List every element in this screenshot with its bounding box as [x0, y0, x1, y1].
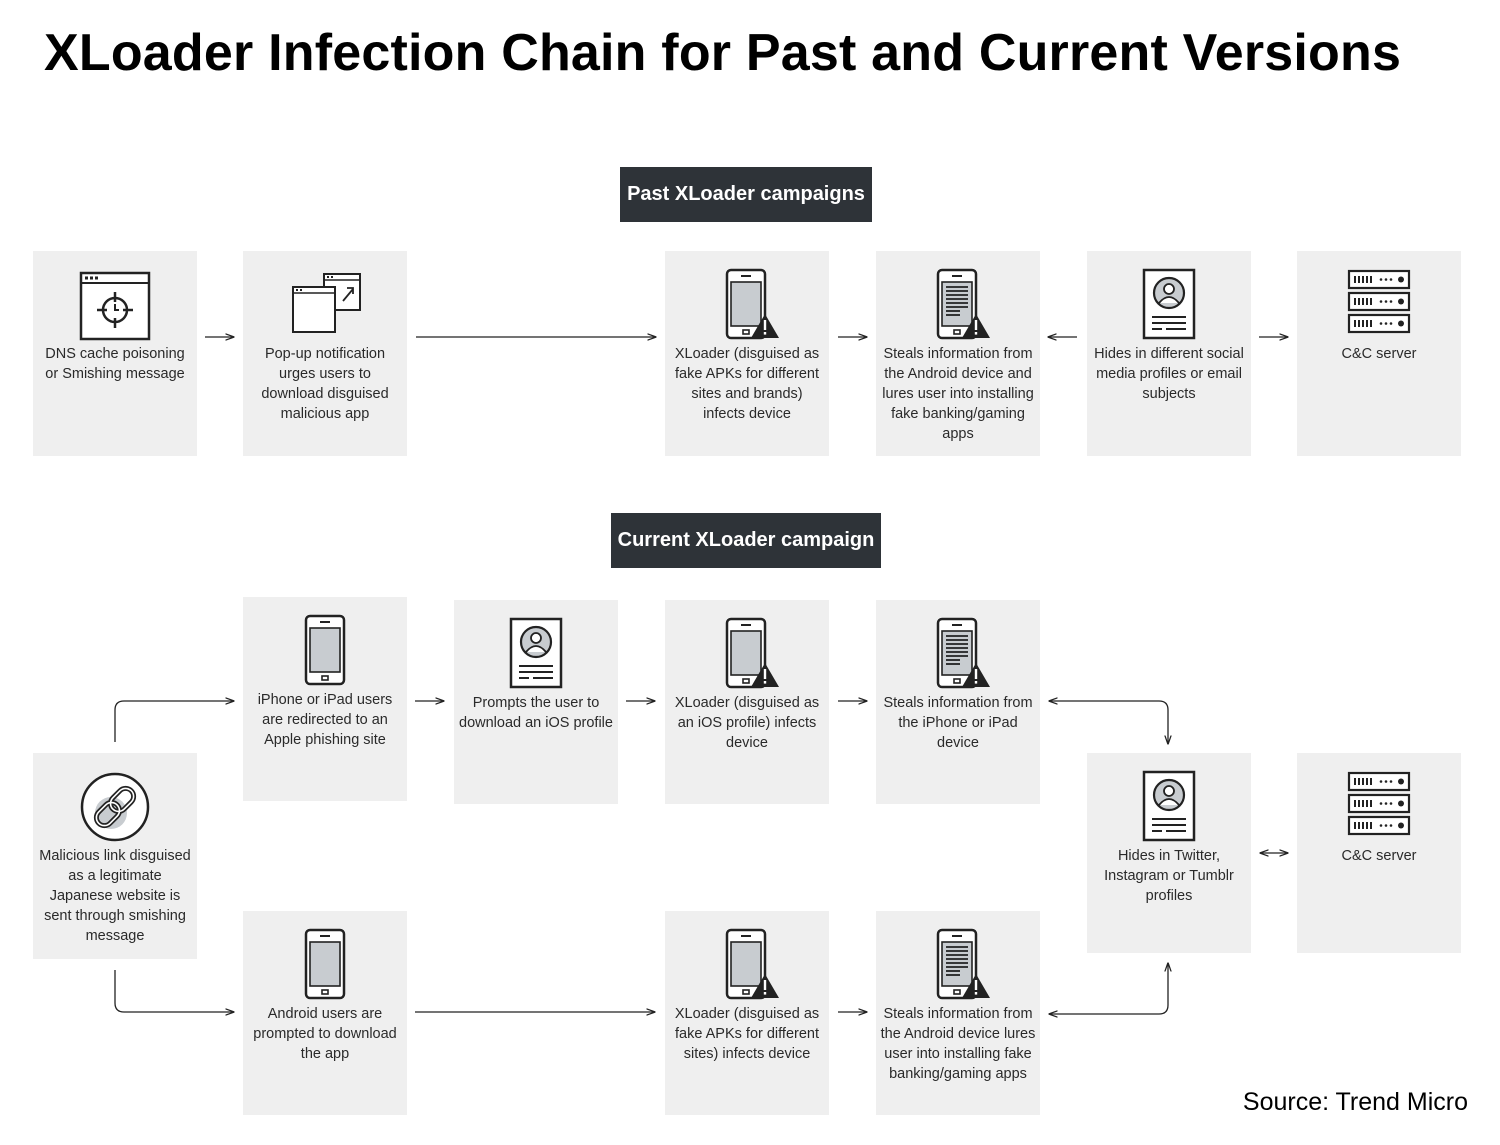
- current-step-ios-profile-prompt: Prompts the user to download an iOS prof…: [454, 600, 618, 804]
- phone-warning-icon: [725, 617, 779, 689]
- step-label: Hides in Twitter, Instagram or Tumblr pr…: [1104, 848, 1234, 904]
- step-label: XLoader (disguised as fake APKs for diff…: [674, 346, 820, 422]
- step-label: XLoader (disguised as fake APKs for diff…: [674, 1006, 820, 1062]
- past-campaigns-banner: Past XLoader campaigns: [620, 167, 872, 222]
- page-title: XLoader Infection Chain for Past and Cur…: [44, 24, 1402, 82]
- chain-link-icon: [80, 772, 150, 842]
- current-step-ios-infects: XLoader (disguised as an iOS profile) in…: [665, 600, 829, 804]
- arrow-c7-c8: [1049, 963, 1168, 1014]
- profile-card-icon: [1142, 770, 1196, 842]
- phone-document-warning-icon: [936, 268, 990, 340]
- step-label: Steals information from the Android devi…: [882, 346, 1034, 442]
- current-step-malicious-link: Malicious link disguised as a legitimate…: [33, 753, 197, 959]
- current-step-cnc-server: C&C server: [1297, 753, 1461, 953]
- server-icon: [1347, 269, 1411, 334]
- current-campaign-banner: Current XLoader campaign: [611, 513, 881, 568]
- arrow-c0-android: [114, 970, 234, 1012]
- past-step-cnc-server: C&C server: [1297, 251, 1461, 456]
- step-label: Malicious link disguised as a legitimate…: [39, 848, 191, 944]
- step-label: Pop-up notification urges users to downl…: [261, 346, 389, 422]
- step-label: Hides in different social media profiles…: [1094, 346, 1244, 402]
- phone-icon: [304, 614, 346, 686]
- current-step-hides-profiles: Hides in Twitter, Instagram or Tumblr pr…: [1087, 753, 1251, 953]
- profile-card-icon: [509, 617, 563, 689]
- step-label: XLoader (disguised as an iOS profile) in…: [674, 695, 820, 751]
- phone-warning-icon: [725, 268, 779, 340]
- current-step-android-prompt: Android users are prompted to download t…: [243, 911, 407, 1115]
- server-icon: [1347, 771, 1411, 836]
- current-step-ios-redirect: iPhone or iPad users are redirected to a…: [243, 597, 407, 801]
- past-step-steals-info: Steals information from the Android devi…: [876, 251, 1040, 456]
- past-step-dns-poisoning: DNS cache poisoning or Smishing message: [33, 251, 197, 456]
- phone-document-warning-icon: [936, 928, 990, 1000]
- phone-warning-icon: [725, 928, 779, 1000]
- step-label: Android users are prompted to download t…: [253, 1006, 397, 1062]
- step-label: Prompts the user to download an iOS prof…: [459, 695, 613, 731]
- source-credit: Source: Trend Micro: [1242, 1088, 1468, 1116]
- step-label: C&C server: [1341, 346, 1417, 362]
- step-label: iPhone or iPad users are redirected to a…: [257, 692, 393, 748]
- browser-crosshair-icon: [79, 271, 151, 341]
- past-step-xloader-infects: XLoader (disguised as fake APKs for diff…: [665, 251, 829, 456]
- phone-document-warning-icon: [936, 617, 990, 689]
- profile-card-icon: [1142, 268, 1196, 340]
- step-label: C&C server: [1341, 848, 1417, 864]
- arrow-c0-ios: [114, 701, 234, 742]
- current-step-ios-steals-info: Steals information from the iPhone or iP…: [876, 600, 1040, 804]
- step-label: Steals information from the iPhone or iP…: [883, 695, 1033, 751]
- current-step-android-steals-info: Steals information from the Android devi…: [876, 911, 1040, 1115]
- past-step-hides-profiles: Hides in different social media profiles…: [1087, 251, 1251, 456]
- step-label: Steals information from the Android devi…: [880, 1006, 1036, 1082]
- current-step-android-infects: XLoader (disguised as fake APKs for diff…: [665, 911, 829, 1115]
- arrow-c4-c8: [1049, 701, 1168, 744]
- phone-icon: [304, 928, 346, 1000]
- popup-windows-icon: [292, 273, 361, 333]
- step-label: DNS cache poisoning or Smishing message: [45, 346, 185, 382]
- past-step-popup-notification: Pop-up notification urges users to downl…: [243, 251, 407, 456]
